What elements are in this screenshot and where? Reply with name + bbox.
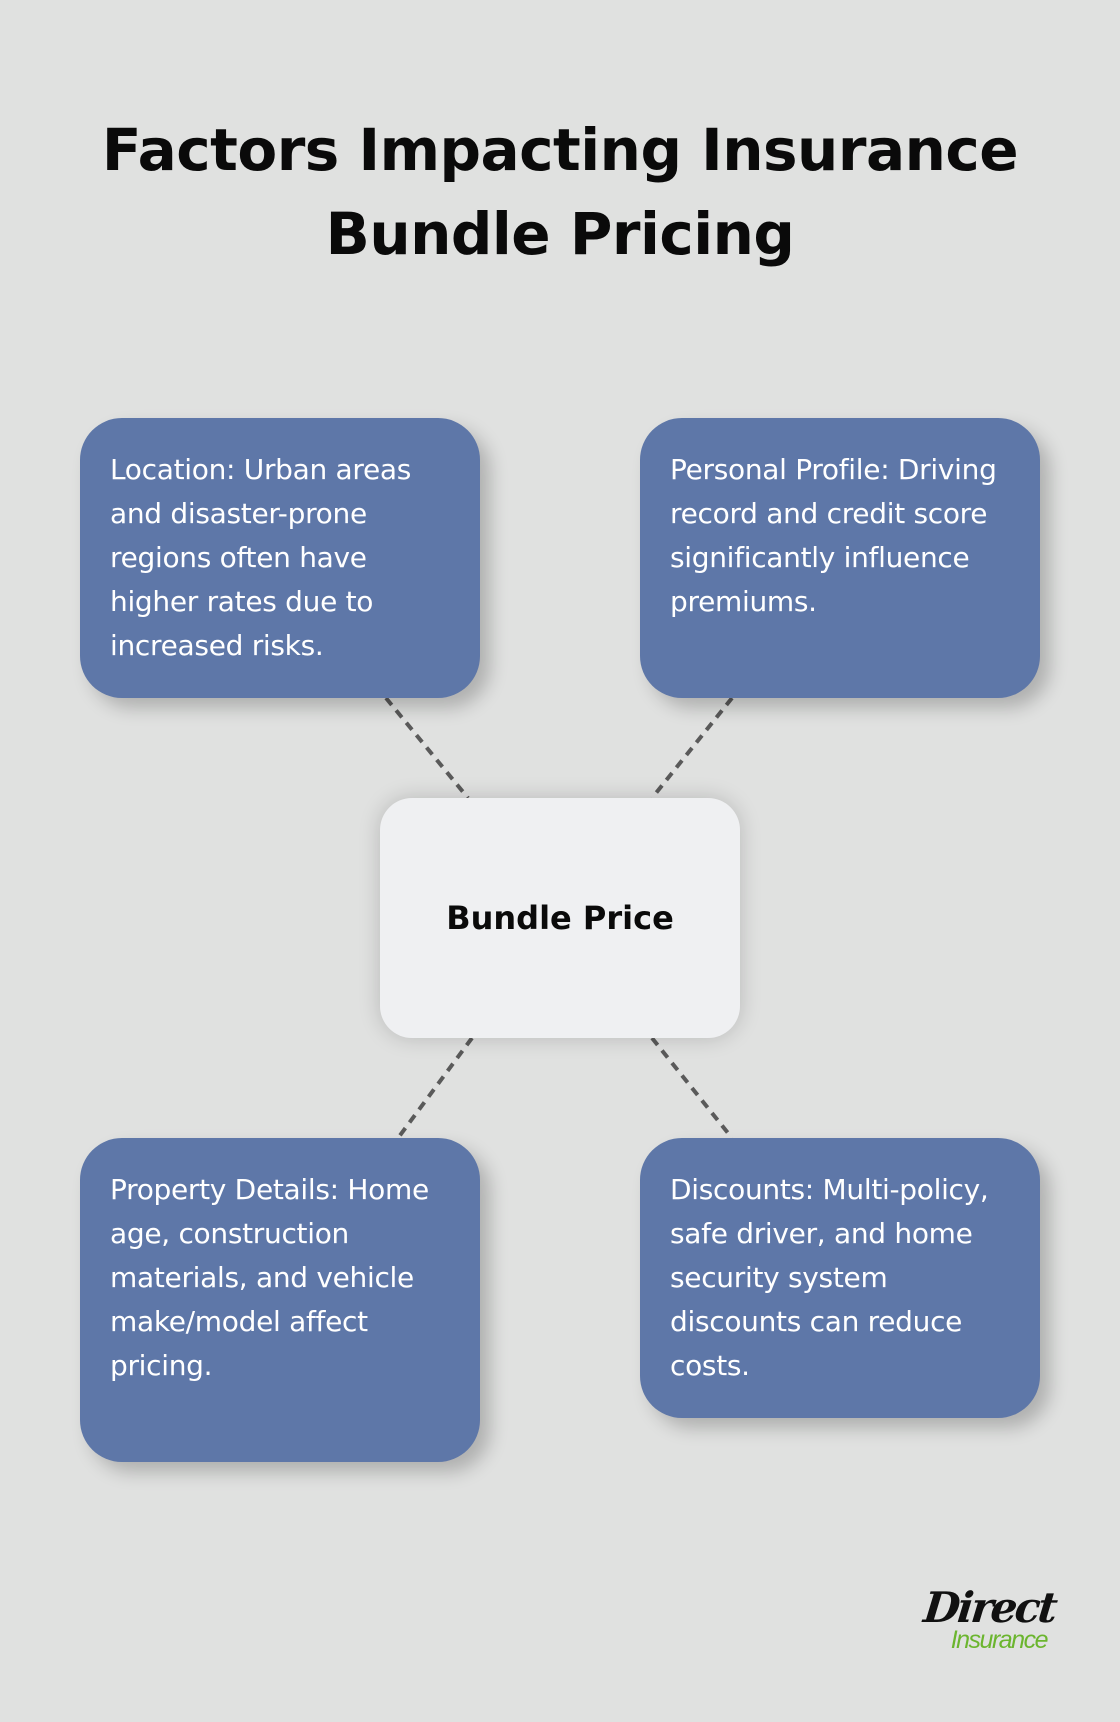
- factor-text: Property Details: Home age, construction…: [110, 1173, 429, 1382]
- factor-text: Location: Urban areas and disaster-prone…: [110, 453, 412, 662]
- factor-discounts: Discounts: Multi-policy, safe driver, an…: [640, 1138, 1040, 1418]
- logo-word-direct: Direct: [921, 1583, 1058, 1632]
- page-title: Factors Impacting Insurance Bundle Prici…: [0, 108, 1120, 276]
- factor-property-details: Property Details: Home age, construction…: [80, 1138, 480, 1462]
- logo-word-insurance: Insurance: [950, 1626, 1049, 1654]
- connector-top-left: [384, 696, 470, 800]
- title-line-1: Factors Impacting Insurance: [101, 116, 1019, 184]
- factor-text: Discounts: Multi-policy, safe driver, an…: [670, 1173, 989, 1382]
- center-node-bundle-price: Bundle Price: [380, 798, 740, 1038]
- factor-location: Location: Urban areas and disaster-prone…: [80, 418, 480, 698]
- title-line-2: Bundle Pricing: [325, 200, 795, 268]
- center-node-label: Bundle Price: [446, 899, 674, 937]
- factor-text: Personal Profile: Driving record and cre…: [670, 453, 997, 618]
- connector-bottom-left: [396, 1036, 474, 1140]
- connector-top-right: [650, 696, 734, 800]
- factor-personal-profile: Personal Profile: Driving record and cre…: [640, 418, 1040, 698]
- direct-insurance-logo: Direct Insurance: [895, 1583, 1058, 1654]
- connector-bottom-right: [650, 1036, 734, 1140]
